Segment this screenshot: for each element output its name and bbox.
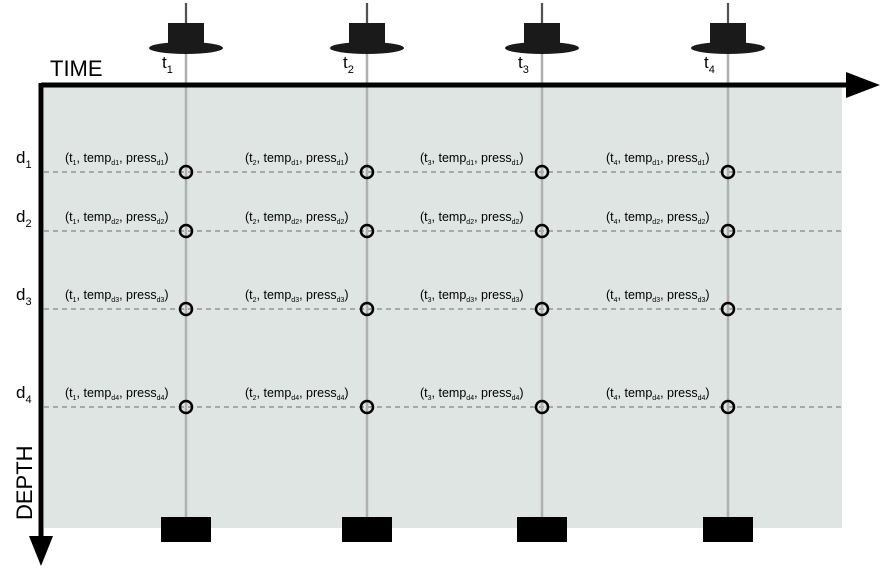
- time-axis-label: TIME: [50, 56, 103, 81]
- sensor-marker: [178, 301, 194, 317]
- time-axis-arrow-icon: [846, 72, 880, 98]
- time-label-4: t4: [704, 53, 715, 76]
- mooring-lines: [184, 3, 730, 518]
- depth-label-4: d4: [16, 383, 32, 406]
- anchor-block: [342, 517, 392, 542]
- depth-axis-label: DEPTH: [12, 445, 37, 520]
- sensor-marker: [534, 399, 550, 415]
- buoy-icon: [505, 3, 579, 54]
- point-labels: (t1, tempd1, pressd1)(t2, tempd1, pressd…: [65, 151, 710, 402]
- buoy-icon: [330, 3, 404, 54]
- buoys: [149, 3, 765, 54]
- anchor-block: [517, 517, 567, 542]
- measurement-label: (t3, tempd4, pressd4): [420, 386, 524, 402]
- sensor-marker: [178, 164, 194, 180]
- sensor-marker: [534, 164, 550, 180]
- sensor-marker: [720, 223, 736, 239]
- depth-label-1: d1: [16, 148, 32, 171]
- sensor-marker: [359, 399, 375, 415]
- depth-label-3: d3: [16, 285, 32, 308]
- time-label-2: t2: [343, 53, 354, 76]
- depth-label-2: d2: [16, 207, 32, 230]
- sensor-marker: [720, 164, 736, 180]
- sensor-marker: [359, 223, 375, 239]
- sensor-marker: [178, 399, 194, 415]
- measurement-label: (t2, tempd2, pressd2): [245, 210, 349, 226]
- depth-labels: d1 d2 d3 d4: [16, 148, 32, 406]
- anchors: [161, 517, 753, 542]
- anchor-block: [703, 517, 753, 542]
- time-label-3: t3: [518, 53, 529, 76]
- depth-axis-arrow-icon: [29, 536, 53, 566]
- depth-lines: [44, 171, 842, 408]
- buoy-icon: [691, 3, 765, 54]
- sensor-marker: [359, 301, 375, 317]
- sensor-marker: [720, 399, 736, 415]
- sensor-marker: [178, 223, 194, 239]
- measurement-label: (t1, tempd1, pressd1): [65, 151, 169, 167]
- sensor-marker: [359, 164, 375, 180]
- time-labels: t1 t2 t3 t4: [162, 53, 715, 76]
- sensor-marker: [720, 301, 736, 317]
- sensor-marker: [534, 223, 550, 239]
- sensor-marker: [534, 301, 550, 317]
- anchor-block: [161, 517, 211, 542]
- time-label-1: t1: [162, 53, 173, 76]
- sensors: [178, 164, 736, 415]
- buoy-icon: [149, 3, 223, 54]
- measurement-panel: [44, 86, 842, 528]
